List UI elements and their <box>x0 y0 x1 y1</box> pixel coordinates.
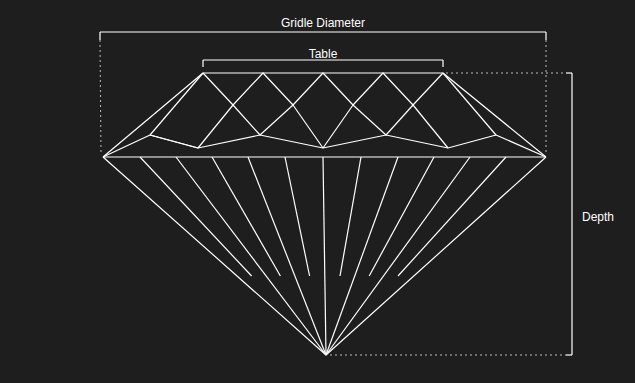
depth-dimension-bar <box>566 73 572 355</box>
dimension-label-box: Depth <box>582 207 614 225</box>
table-dimension-bar <box>203 60 443 67</box>
dimension-label: Depth <box>582 210 614 224</box>
dotted-guide <box>100 40 566 355</box>
dimension-label-box: Table <box>309 44 338 62</box>
dimension-label: Gridle Diameter <box>281 16 365 30</box>
dimension-label-box: Gridle Diameter <box>281 13 365 31</box>
diamond-crown <box>103 73 546 157</box>
girdle-dimension-bar <box>100 32 546 40</box>
diamond-pavilion <box>103 157 546 355</box>
dimension-label: Table <box>309 47 338 61</box>
